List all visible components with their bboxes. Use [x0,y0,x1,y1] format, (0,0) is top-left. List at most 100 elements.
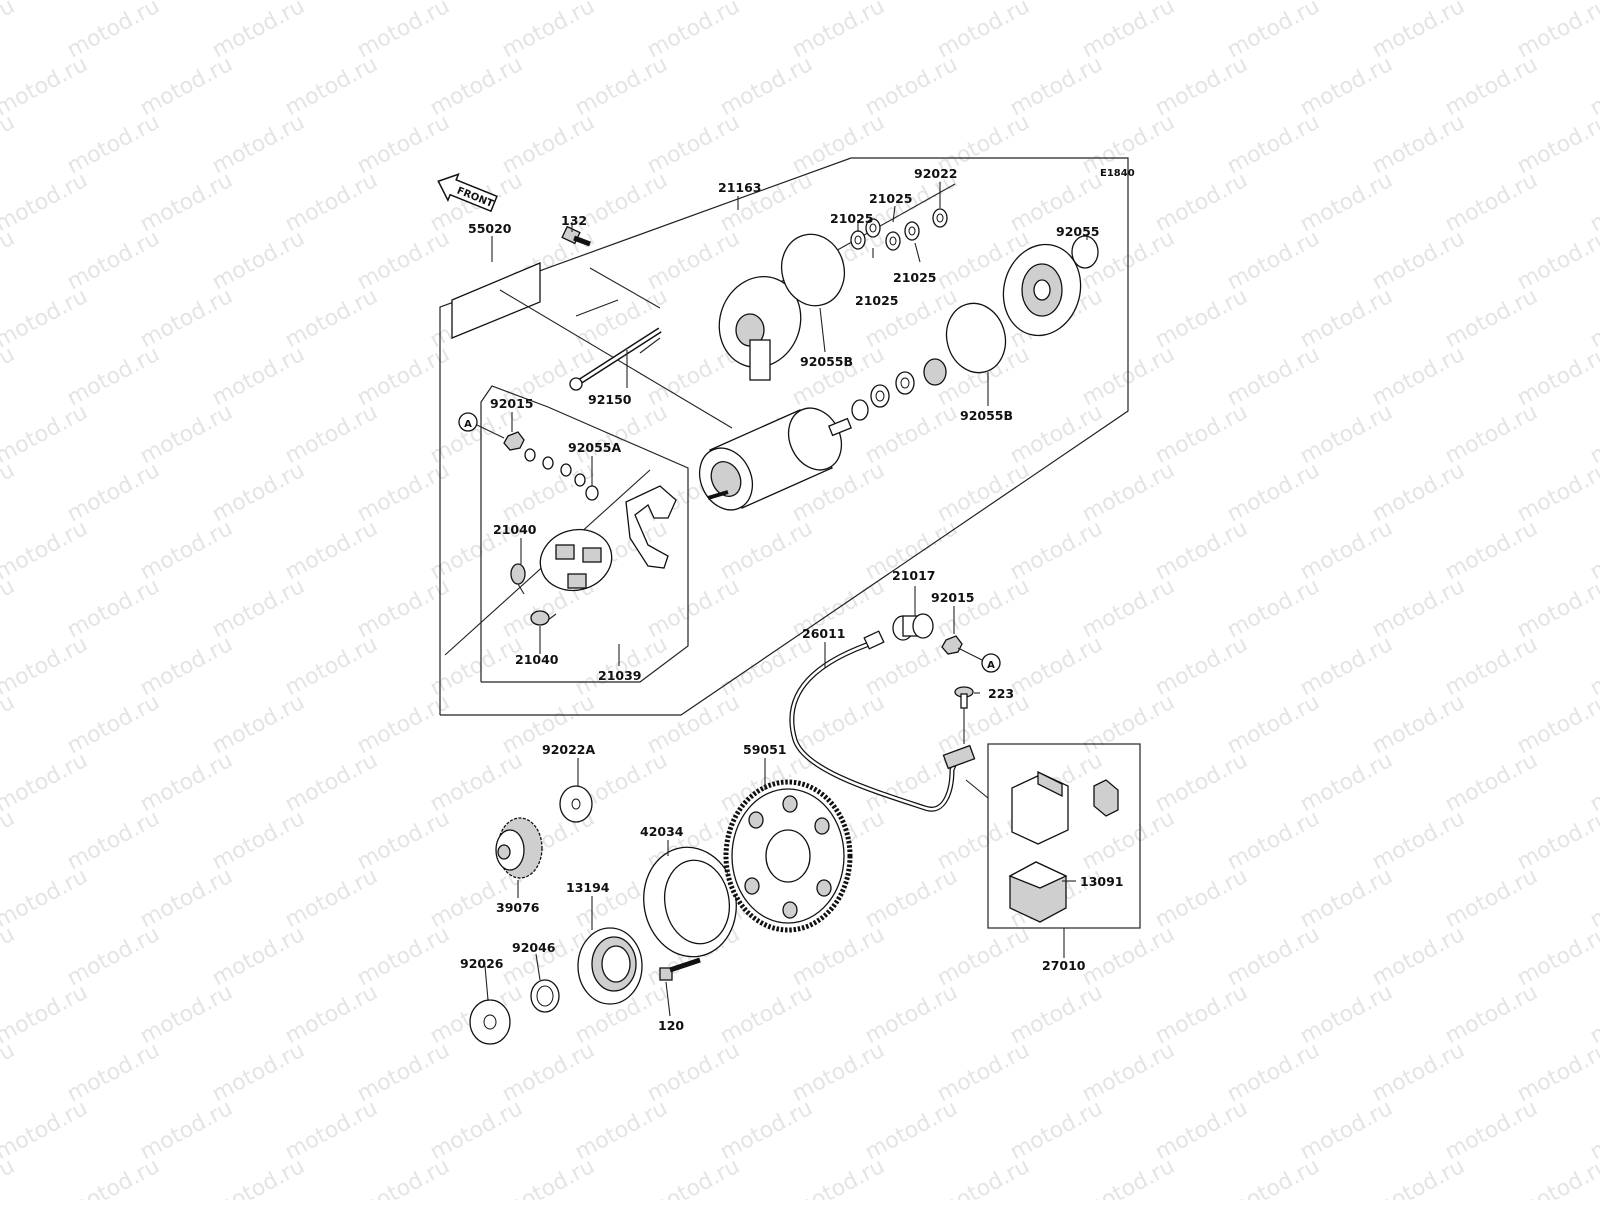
nut-92015-right [941,635,963,655]
clutch-13194-part [577,927,643,1005]
ref-marker-a-left: A [458,412,478,432]
spring-21040-top [510,563,526,595]
label-21025: 21025 [855,293,899,308]
label-27010: 27010 [1042,958,1086,973]
label-92150: 92150 [588,392,632,407]
watermark-text: motod.ru [1586,400,1600,469]
label-21025: 21025 [830,211,874,226]
brush-plate-21039-part [539,528,613,592]
label-26011: 26011 [802,626,846,641]
watermark-text: motod.ru [0,632,92,701]
washer-92026-part [469,999,511,1045]
watermark-text: motod.ru [1586,168,1600,237]
label-92022: 92022 [914,166,958,181]
watermark-text: motod.ru [498,1154,599,1200]
watermark-text: motod.ru [0,284,92,353]
watermark-text: motod.ru [1586,1096,1600,1165]
watermark-text: motod.ru [1513,1038,1600,1107]
watermark-text: motod.ru [1586,516,1600,585]
svg-text:A: A [987,660,995,671]
watermark-text: motod.ru [63,1154,164,1200]
label-21025: 21025 [869,191,913,206]
label-13194: 13194 [566,880,610,895]
watermark-text: motod.ru [0,458,19,527]
label-92026: 92026 [460,956,504,971]
watermark-text: motod.ru [0,0,92,5]
ref-marker-a-right: A [981,653,1001,673]
watermark-text: motod.ru [1368,1154,1469,1200]
watermark-text: motod.ru [1513,1154,1600,1200]
washer-92022a-part [559,785,593,823]
watermark-text: motod.ru [0,1096,92,1165]
label-21039: 21039 [598,668,642,683]
watermark-text: motod.ru [1586,632,1600,701]
label-21040: 21040 [493,522,537,537]
watermark-text: motod.ru [1513,342,1600,411]
watermark-text: motod.ru [0,516,92,585]
part-labels: 21163 92022 21025 21025 21025 21025 9205… [460,166,1124,1033]
spring-21040-bottom [530,610,557,626]
watermark-text: motod.ru [0,400,92,469]
watermark-text: motod.ru [1586,980,1600,1049]
watermark-text: motod.ru [0,980,92,1049]
label-plate-part [451,262,541,339]
leader-line [957,647,983,661]
watermark-text: motod.ru [1586,284,1600,353]
watermark-text: motod.ru [0,1038,19,1107]
front-cover-part [1002,243,1082,337]
label-21163: 21163 [718,180,762,195]
label-92055a: 92055A [568,440,621,455]
brush-washers [524,448,586,487]
leader-line [575,299,619,317]
watermark-text: motod.ru [0,1154,19,1200]
watermark-text: motod.ru [1513,574,1600,643]
watermark-text: motod.ru [0,922,19,991]
watermark-text: motod.ru [1513,226,1600,295]
starter-cable-26011-part [789,630,976,812]
watermark-text: motod.ru [1586,52,1600,121]
o-ring-92055b-right [945,302,1007,374]
starter-motor-group-outline [439,157,1129,716]
watermark-text: motod.ru [1513,922,1600,991]
o-ring-92055b-top [780,233,846,307]
label-59051: 59051 [743,742,787,757]
starter-relay-part [1011,770,1069,845]
label-leaders [484,182,1088,1017]
armature-washers [851,358,947,421]
leader-line [476,424,505,439]
label-92055: 92055 [1056,224,1100,239]
nut-92015-left [503,431,525,451]
idle-gear-39076-part [495,817,543,879]
label-223: 223 [988,686,1014,701]
clutch-gear-59051-part [723,779,853,933]
rear-cover-part [718,276,802,381]
watermark-text: motod.ru [1586,748,1600,817]
label-55020: 55020 [468,221,512,236]
watermark-text: motod.ru [0,864,92,933]
leader-line [965,779,989,799]
terminal-bracket-part [625,485,677,569]
label-92046: 92046 [512,940,556,955]
watermark-text: motod.ru [1223,1154,1324,1200]
label-21040: 21040 [515,652,559,667]
watermark-text: motod.ru [0,0,19,63]
starter-motor-body-part [698,407,852,511]
watermark-text: motod.ru [1078,1154,1179,1200]
bolt-132-part [561,225,591,247]
label-21025: 21025 [893,270,937,285]
label-92022a: 92022A [542,742,595,757]
washers-21025 [850,208,948,251]
label-13091: 13091 [1080,874,1124,889]
o-ring-92055a [585,485,599,501]
watermark-text: motod.ru [0,574,19,643]
watermark-text: motod.ru [0,226,19,295]
watermark-text: motod.ru [1513,110,1600,179]
watermark-text: motod.ru [0,110,19,179]
watermark-text: motod.ru [643,1154,744,1200]
watermark-text: motod.ru [1513,806,1600,875]
watermark-text: motod.ru [0,690,19,759]
bolt-120-part [659,957,701,981]
watermark-text: motod.ru [353,1154,454,1200]
